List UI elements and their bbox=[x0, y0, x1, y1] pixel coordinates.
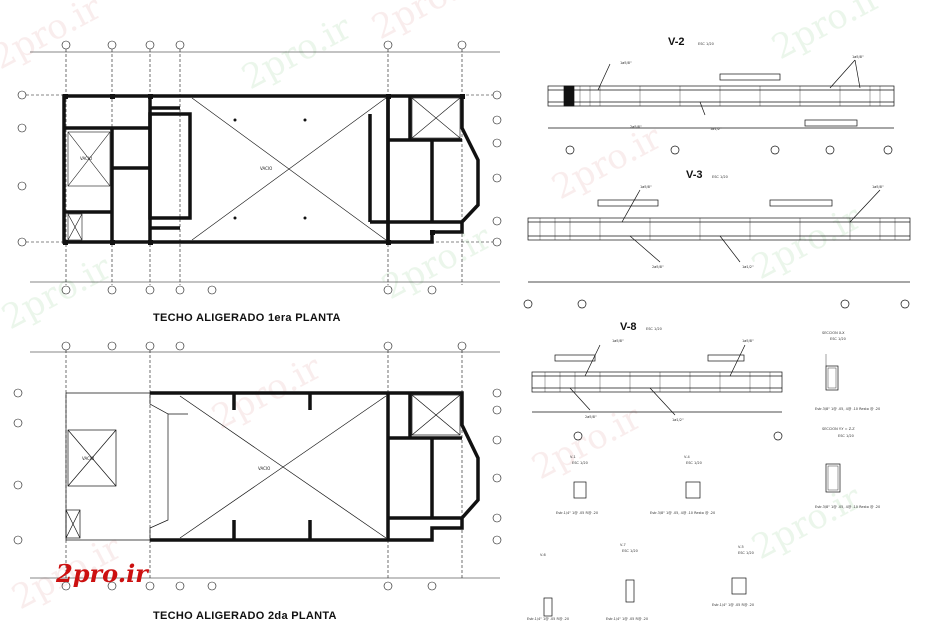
plan-title-first-floor: TECHO ALIGERADO 1era PLANTA bbox=[153, 312, 341, 324]
watermark-text: 2pro.ir bbox=[525, 397, 648, 488]
section-xx bbox=[825, 354, 839, 391]
beam-title-v2: V-2 bbox=[668, 36, 685, 48]
beam-scale: ESC 1/20 bbox=[712, 175, 728, 179]
void-areas bbox=[67, 97, 461, 241]
plan-first-floor bbox=[17, 40, 502, 295]
small-section-scale: ESC 1/20 bbox=[572, 461, 588, 465]
beam-title-v8: V-8 bbox=[620, 321, 637, 333]
beam-elevation-v8 bbox=[531, 344, 783, 441]
void-label: VACIO bbox=[82, 456, 94, 461]
rebar-label: 2ø5/8" bbox=[585, 415, 597, 419]
watermark-text: 2pro.ir bbox=[365, 0, 488, 48]
watermark-text: 2pro.ir bbox=[745, 477, 868, 568]
slab-label: VACIO bbox=[260, 166, 272, 171]
small-section-title: V-7 bbox=[620, 543, 626, 547]
grid-axis-bottom bbox=[30, 577, 500, 591]
section-scale: ESC 1/20 bbox=[838, 434, 854, 438]
section-title: SECCION X-X bbox=[822, 331, 845, 335]
beam-scale: ESC 1/20 bbox=[646, 327, 662, 331]
void-label: VACIO bbox=[80, 156, 92, 161]
rebar-label: 1ø5/8" bbox=[612, 339, 624, 343]
brand-logo: 2pro.ir bbox=[55, 559, 150, 588]
grid-axis-bottom bbox=[30, 281, 500, 295]
small-section-note: Estr.1/4" 1@ .05 R@ .20 bbox=[712, 603, 754, 607]
rebar-label: 1ø5/8" bbox=[872, 185, 884, 189]
small-section-scale: ESC 1/20 bbox=[738, 551, 754, 555]
rebar-label: 1ø1/2" bbox=[710, 127, 722, 131]
small-section-note: Estr.1/4" 1@ .05 R@ .20 bbox=[606, 617, 648, 621]
rebar-label: 2ø5/8" bbox=[652, 265, 664, 269]
section-scale: ESC 1/20 bbox=[830, 337, 846, 341]
plan-second-floor bbox=[13, 341, 502, 591]
beam-title-v3: V-3 bbox=[686, 169, 703, 181]
rebar-label: 1ø5/8" bbox=[640, 185, 652, 189]
beams-walls bbox=[62, 94, 480, 244]
small-section-note: Estr.1/4" 1@ .05 R@ .20 bbox=[527, 617, 569, 621]
small-section-title: V-5 bbox=[738, 545, 744, 549]
small-section-title: V-1 bbox=[570, 455, 576, 459]
rebar-label: 1ø1/2" bbox=[742, 265, 754, 269]
beams-walls bbox=[150, 391, 480, 542]
section-note: Estr.3/8" 1@ .05, 4@ .10 Resto @ .20 bbox=[815, 407, 880, 411]
watermarks: 2pro.ir 2pro.ir 2pro.ir 2pro.ir 2pro.ir … bbox=[0, 0, 889, 618]
small-section-scale: ESC 1/20 bbox=[622, 549, 638, 553]
watermark-text: 2pro.ir bbox=[745, 197, 868, 288]
small-section-title: V-6 bbox=[540, 553, 546, 557]
section-note: Estr.3/8" 1@ .05, 4@ .10 Resto @ .20 bbox=[815, 505, 880, 509]
rebar-label: 1ø5/8" bbox=[742, 339, 754, 343]
grid-axis-left bbox=[13, 388, 502, 545]
section-yy bbox=[825, 463, 841, 493]
beam-scale: ESC 1/20 bbox=[698, 42, 714, 46]
watermark-text: 2pro.ir bbox=[235, 7, 358, 98]
small-section-scale: ESC 1/20 bbox=[686, 461, 702, 465]
grid-axis-top bbox=[30, 40, 500, 285]
section-title: SECCION Y-Y = Z-Z bbox=[822, 427, 855, 431]
plan-title-second-floor: TECHO ALIGERADO 2da PLANTA bbox=[153, 610, 337, 622]
watermark-text: 2pro.ir bbox=[0, 0, 109, 78]
watermark-text: 2pro.ir bbox=[0, 247, 119, 338]
small-sections bbox=[543, 481, 747, 617]
beam-elevation-v3 bbox=[523, 189, 911, 309]
beam-elevation-v2 bbox=[547, 59, 895, 155]
small-section-title: V-4 bbox=[684, 455, 690, 459]
slab-outline bbox=[65, 392, 461, 541]
small-section-note: Estr.3/8" 1@ .05, 4@ .10 Resto @ .20 bbox=[650, 511, 715, 515]
rebar-label: 2ø5/8" bbox=[630, 125, 642, 129]
rebar-label: 1ø5/8" bbox=[852, 55, 864, 59]
slab-label: VACIO bbox=[258, 466, 270, 471]
watermark-text: 2pro.ir bbox=[545, 117, 668, 208]
rebar-label: 1ø1/2" bbox=[672, 418, 684, 422]
small-section-note: Estr.1/4" 1@ .05 R@ .20 bbox=[556, 511, 598, 515]
rebar-label: 1ø5/8" bbox=[620, 61, 632, 65]
columns bbox=[63, 94, 465, 245]
watermark-text: 2pro.ir bbox=[765, 0, 888, 68]
